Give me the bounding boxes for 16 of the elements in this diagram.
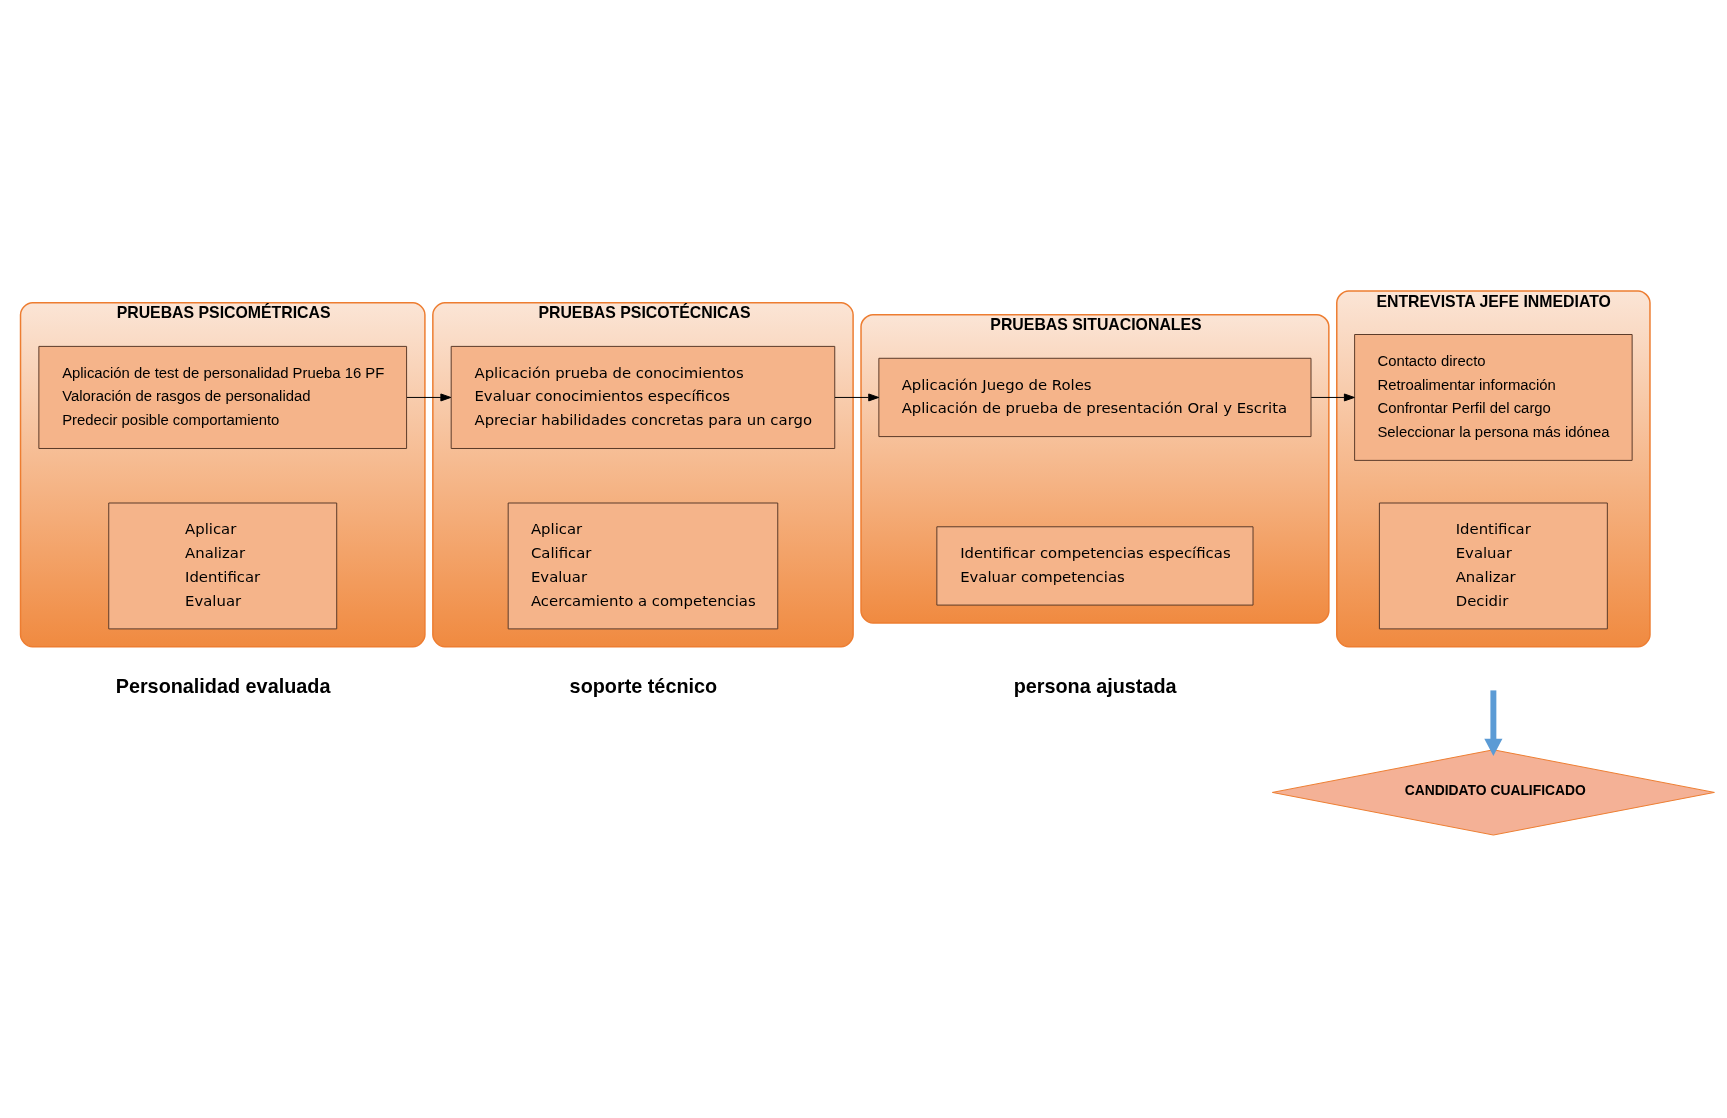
node-diamond: CANDIDATO CUALIFICADO [1271, 749, 1715, 836]
label: soporte técnico [569, 675, 718, 698]
arrow [406, 393, 452, 402]
node-box: Aplicación Juego de Roles Aplicación de prueba de presentación Oral y Escrita [878, 357, 1312, 438]
node-box: Aplicación prueba de conocimientos Evaluar conocimientos específicos Apreciar habilidades concretas para un cargo [450, 345, 836, 449]
arrow [1484, 690, 1503, 756]
node-box: Identificar competencias específicas Evaluar competencias [936, 526, 1254, 606]
arrow [1310, 393, 1355, 402]
node-box: Aplicación de test de personalidad Prueba 16 PF Valoración de rasgos de personalidad Predecir posible comportamiento [38, 345, 408, 449]
node-box: Aplicar Analizar Identificar Evaluar [108, 502, 338, 630]
label: persona ajustada [1013, 675, 1177, 698]
node-box: Identificar Evaluar Analizar Decidir [1378, 502, 1608, 630]
node-box: Contacto directo Retroalimentar información Confrontar Perfil del cargo Seleccionar la persona más idónea [1354, 334, 1633, 461]
label: Personalidad evaluada [115, 675, 331, 698]
node-box: Aplicar Calificar Evaluar Acercamiento a competencias [507, 502, 779, 630]
arrow [834, 393, 880, 402]
